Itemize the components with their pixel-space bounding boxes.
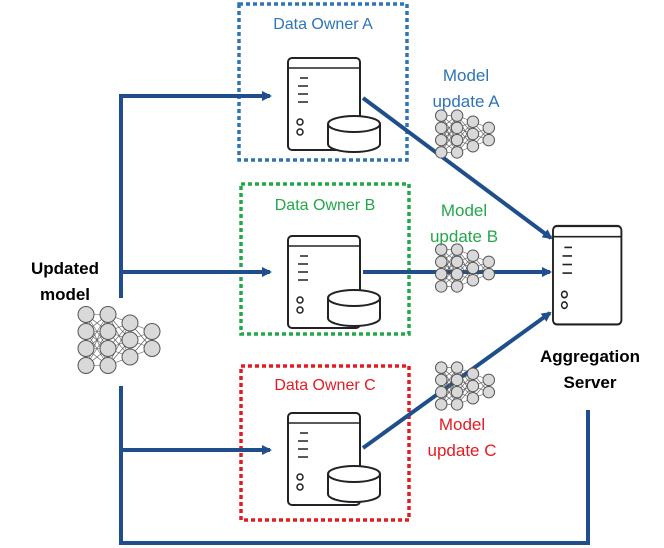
aggregation-server-line2: Server	[564, 373, 617, 392]
database-icon	[327, 465, 381, 503]
distribution-arrow-c	[119, 386, 272, 455]
update-b-line1: Model	[441, 201, 487, 220]
return-line	[119, 386, 590, 545]
distribution-line	[119, 91, 272, 298]
neural-network-icon	[77, 306, 161, 374]
update-b-line2: update B	[430, 227, 498, 246]
owner-a-label: Data Owner A	[273, 16, 373, 33]
update-arrow-a	[361, 96, 553, 240]
update-c-line1: Model	[439, 415, 485, 434]
neural-network-icon	[434, 243, 496, 293]
owner-c-label: Data Owner C	[274, 377, 375, 394]
database-icon	[327, 289, 381, 327]
updated-model-line1: Updated	[31, 259, 99, 278]
owner-c-box	[239, 364, 411, 522]
neural-network-icons	[77, 109, 496, 411]
update-a-line2: update A	[432, 92, 500, 111]
update-a-line1: Model	[443, 66, 489, 85]
owner-a-box	[237, 2, 409, 162]
database-icon	[327, 115, 381, 153]
owner-b-label: Data Owner B	[275, 197, 375, 214]
owner-b-box	[239, 182, 411, 336]
aggregation-server-icon	[551, 224, 623, 326]
aggregation-server-line1: Aggregation	[540, 347, 640, 366]
updated-model-line2: model	[40, 285, 90, 304]
neural-network-icon	[434, 109, 496, 159]
neural-network-icon	[434, 361, 496, 411]
update-c-line2: update C	[428, 441, 497, 460]
